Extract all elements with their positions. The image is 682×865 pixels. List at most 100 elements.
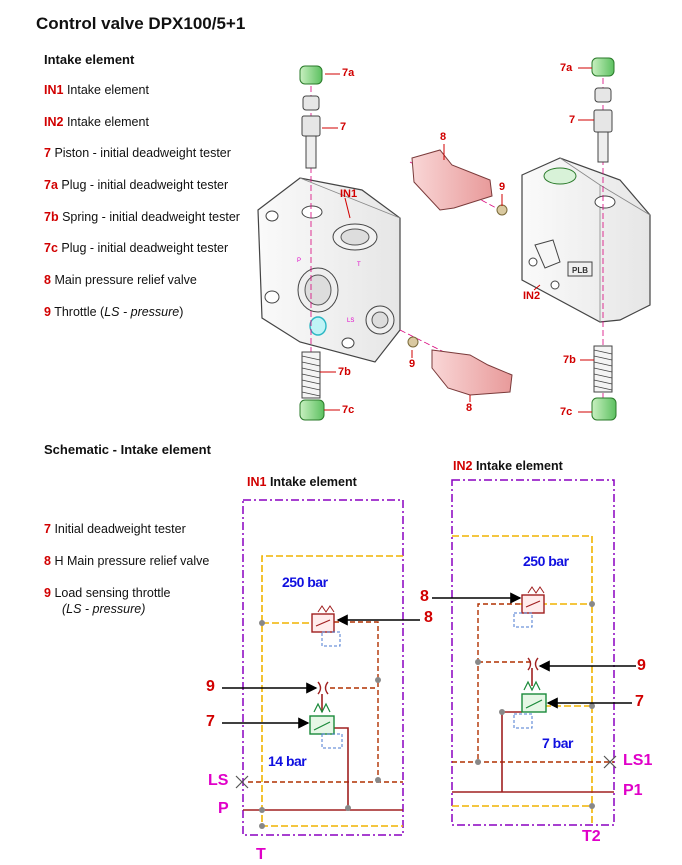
in1-column-parts xyxy=(299,65,325,421)
callout-9-right: 9 xyxy=(637,657,646,674)
intake-heading: Intake element xyxy=(44,52,135,67)
legend-item-in1: IN1 Intake element xyxy=(44,83,149,97)
callout-7-right: 7 xyxy=(635,693,644,710)
legend-key: IN2 xyxy=(44,115,64,129)
in1-schematic-title: IN1 Intake element xyxy=(247,475,357,489)
leader-lines xyxy=(320,67,594,413)
legend-key: 8 xyxy=(44,554,51,568)
legend-text: Intake element xyxy=(66,115,149,129)
in2-tank-lines xyxy=(452,535,593,826)
callout-9-left: 9 xyxy=(206,678,215,695)
legend-item-in2: IN2 Intake element xyxy=(44,115,149,129)
schematic-legend-9-line2: (LS - pressure) xyxy=(62,602,146,616)
in1-spring xyxy=(301,351,321,399)
in1-throttle xyxy=(317,681,329,695)
svg-text:T: T xyxy=(357,262,361,268)
legend-text: H Main pressure relief valve xyxy=(54,554,210,568)
svg-text:LS: LS xyxy=(347,318,354,324)
in2-throttle xyxy=(527,657,539,671)
legend-key: 7a xyxy=(44,178,58,192)
legend-italic: LS - pressure xyxy=(104,305,180,319)
label-7-left: 7 xyxy=(340,121,347,133)
in2-pressure-lines xyxy=(452,668,614,793)
label-7-right: 7 xyxy=(569,114,576,126)
in1-key: IN1 xyxy=(247,475,267,489)
in1-tester-valve xyxy=(309,702,343,749)
port-p1: P1 xyxy=(623,782,643,799)
callout-8-b: 8 xyxy=(424,609,433,626)
label-7a-left: 7a xyxy=(342,67,355,79)
relief-valve-top xyxy=(409,149,508,216)
relief-valve-bottom xyxy=(399,329,513,396)
legend-text: Plug - initial deadweight tester xyxy=(61,178,229,192)
in2-ls-lines xyxy=(452,603,614,763)
legend-key: 7b xyxy=(44,210,59,224)
in1-name: Intake element xyxy=(269,475,357,489)
legend-item-7a: 7a Plug - initial deadweight tester xyxy=(44,178,228,192)
port-p: P xyxy=(218,800,229,817)
in1-relief-valve xyxy=(311,605,341,647)
legend-text: Spring - initial deadweight tester xyxy=(62,210,240,224)
in2-relief-pressure: 250 bar xyxy=(523,553,569,569)
legend-item-7c: 7c Plug - initial deadweight tester xyxy=(44,241,228,255)
in2-key: IN2 xyxy=(453,459,473,473)
page-title: Control valve DPX100/5+1 xyxy=(36,14,246,33)
in2-name: Intake element xyxy=(475,459,563,473)
in1-tester-pressure: 14 bar xyxy=(268,753,307,769)
callout-arrows xyxy=(222,592,636,729)
label-7b-left: 7b xyxy=(338,366,351,378)
in2-boundary xyxy=(451,479,615,826)
schematic-legend-9: 9 Load sensing throttle xyxy=(44,586,171,600)
in1-pressure-lines xyxy=(243,694,403,811)
port-t2: T2 xyxy=(582,828,601,845)
label-7a-right: 7a xyxy=(560,62,573,74)
callout-7-left: 7 xyxy=(206,713,215,730)
legend-key: 8 xyxy=(44,273,51,287)
in1-boundary xyxy=(242,499,404,836)
legend-key: 7 xyxy=(44,146,51,160)
in2-schematic-title: IN2 Intake element xyxy=(453,459,563,473)
label-8-bottom: 8 xyxy=(466,402,473,414)
legend-item-7b: 7b Spring - initial deadweight tester xyxy=(44,210,240,224)
label-7b-right: 7b xyxy=(563,354,576,366)
in2-spring xyxy=(593,345,613,393)
part-mark: PLB xyxy=(572,266,588,275)
in2-junctions xyxy=(475,601,595,809)
in2-column-parts xyxy=(591,57,617,421)
schematic-legend-7: 7 Initial deadweight tester xyxy=(44,522,186,536)
schematic-legend-8: 8 H Main pressure relief valve xyxy=(44,554,209,568)
svg-text:P: P xyxy=(297,258,301,264)
port-ls1: LS1 xyxy=(623,752,653,769)
port-t: T xyxy=(256,846,266,863)
legend-text: Intake element xyxy=(66,83,149,97)
label-7c-right: 7c xyxy=(560,406,573,418)
in2-block: PLB xyxy=(521,157,651,323)
legend-text: Throttle ( xyxy=(54,305,105,319)
legend-text: Initial deadweight tester xyxy=(54,522,186,536)
in2-tester-pressure: 7 bar xyxy=(542,735,573,751)
label-in2: IN2 xyxy=(523,290,541,302)
in1-junctions xyxy=(259,620,381,829)
label-7c-left: 7c xyxy=(342,404,355,416)
legend-text: Load sensing throttle xyxy=(54,586,171,600)
legend-text: Plug - initial deadweight tester xyxy=(61,241,229,255)
callout-8-a: 8 xyxy=(420,588,429,605)
ls-cross-markers xyxy=(235,755,617,789)
label-9-top: 9 xyxy=(499,181,506,193)
legend-key: IN1 xyxy=(44,83,64,97)
exploded-view-drawing: P T LS PLB xyxy=(257,57,651,421)
port-ls: LS xyxy=(208,772,229,789)
in1-tank-lines xyxy=(261,555,403,827)
label-9-bottom: 9 xyxy=(409,358,416,370)
label-in1: IN1 xyxy=(340,188,358,200)
legend-key: 7c xyxy=(44,241,58,255)
legend-item-7: 7 Piston - initial deadweight tester xyxy=(44,146,231,160)
label-8-top: 8 xyxy=(440,131,447,143)
legend-text: Piston - initial deadweight tester xyxy=(54,146,231,160)
in1-relief-pressure: 250 bar xyxy=(282,574,328,590)
legend-text: Main pressure relief valve xyxy=(54,273,197,287)
legend-key: 9 xyxy=(44,305,51,319)
legend-key: 9 xyxy=(44,586,51,600)
in1-block: P T LS xyxy=(257,177,401,363)
